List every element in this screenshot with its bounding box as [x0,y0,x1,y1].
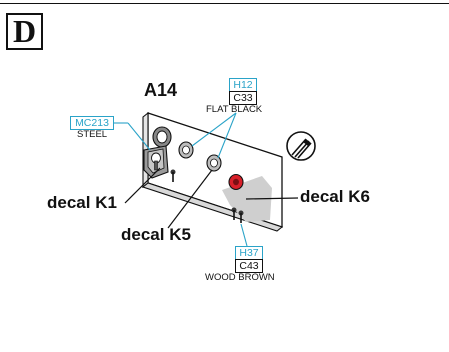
leader-lines-flat-black [191,112,237,159]
step-letter: D [6,13,43,50]
decal-label-k1: decal K1 [47,193,117,212]
paint-code-h12: H12 [229,78,257,92]
leader-line-steel [114,122,151,151]
wood-pins [170,169,244,223]
paint-name-steel: STEEL [77,129,108,140]
paint-name-wood-brown: WOOD BROWN [205,272,275,283]
flat-black-knob-1 [178,141,194,159]
flat-black-knob-2 [206,154,222,172]
paint-code-h37: H37 [235,246,263,260]
paint-code-mc213: MC213 [70,116,114,130]
steel-latch-part [143,126,172,179]
paint-brush-icon [286,131,316,161]
decal-label-k6: decal K6 [300,187,370,206]
part-label: A14 [144,80,178,100]
paint-name-flat-black: FLAT BLACK [206,104,263,115]
red-decal-dot [228,173,244,191]
decal-label-k5: decal K5 [121,225,191,244]
paint-code-c43: C43 [235,259,263,273]
leader-lines-decals [124,167,299,229]
header-rule [0,3,449,4]
leader-line-wood-brown [240,223,248,247]
paint-code-c33: C33 [229,91,257,105]
